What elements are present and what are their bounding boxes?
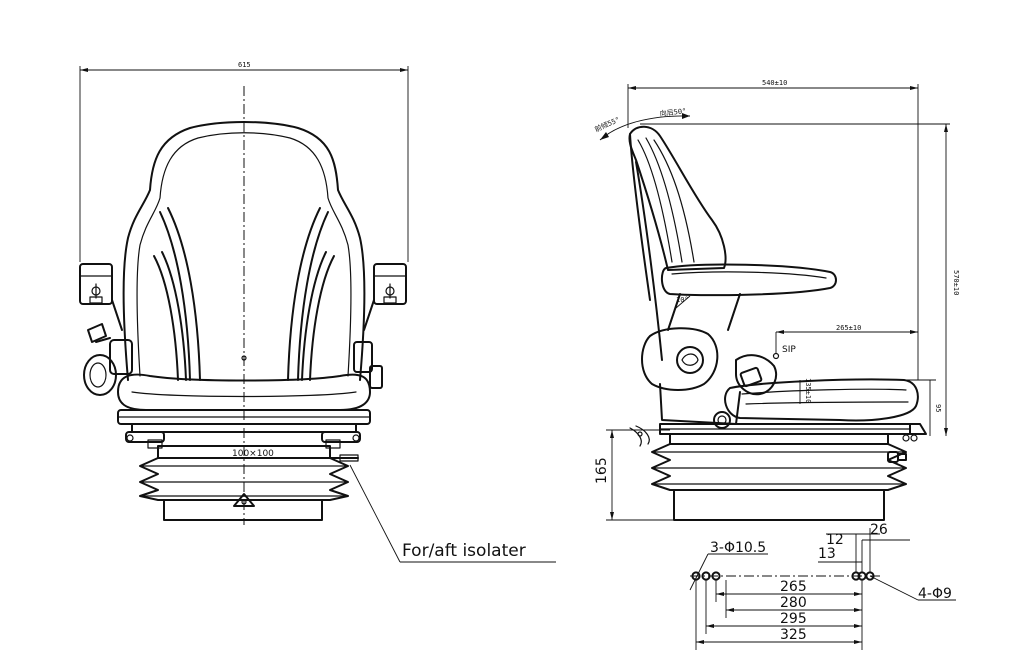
dim-12: 12 (826, 532, 844, 548)
front-bellows (139, 457, 349, 521)
armrest-side (660, 263, 837, 297)
left-adjust-knobs (83, 323, 133, 396)
recline-forward-label: 前倾55° (593, 115, 621, 134)
side-bellows (651, 443, 907, 521)
backrest-outline (122, 121, 366, 381)
dim-13: 13 (818, 546, 836, 562)
holes-b-label: 4-Φ9 (918, 586, 952, 602)
front-view: 615 (79, 61, 556, 563)
sip-label: SIP (782, 345, 796, 355)
mount-hole (711, 571, 721, 581)
holes-a-label: 3-Φ10.5 (710, 540, 766, 556)
base-size-label: 100×100 (232, 449, 274, 459)
mount-hole (865, 571, 875, 581)
seat-cushion-side (724, 378, 919, 422)
dim-325: 325 (780, 627, 807, 643)
backrest-side (628, 125, 727, 271)
mount-hole (691, 571, 701, 581)
cushion-height-dim: 95 (934, 404, 942, 412)
right-armrest (373, 263, 407, 305)
dim-26: 26 (870, 522, 888, 538)
left-armrest (79, 263, 113, 305)
mount-hole (851, 571, 861, 581)
right-adjust-knobs (353, 341, 383, 389)
hole-pattern: 3-Φ10.5 12 26 13 4-Φ9 265 280 2 (689, 522, 956, 650)
side-height-dim: 570±10 (952, 270, 960, 295)
seat-angle-label: 10° (676, 296, 689, 304)
front-rails (125, 431, 361, 449)
recline-back-label: 向后50° (659, 106, 686, 118)
front-width-dim: 615 (238, 61, 251, 69)
dim-280: 280 (780, 595, 807, 611)
mount-hole (701, 571, 711, 581)
sip-distance-dim: 265±10 (836, 324, 861, 332)
dim-265: 265 (780, 579, 807, 595)
recline-mechanism (641, 327, 778, 429)
dim-295: 295 (780, 611, 807, 627)
side-depth-dim: 540±10 (762, 79, 787, 87)
base-height-dim: 165 (594, 457, 610, 484)
sip-height-dim: 135±10 (804, 378, 812, 403)
side-view: 540±10 前倾55° 向后50° 570±10 10° 265±10 (593, 79, 960, 521)
for-aft-isolater-callout: For/aft isolater (402, 541, 526, 561)
